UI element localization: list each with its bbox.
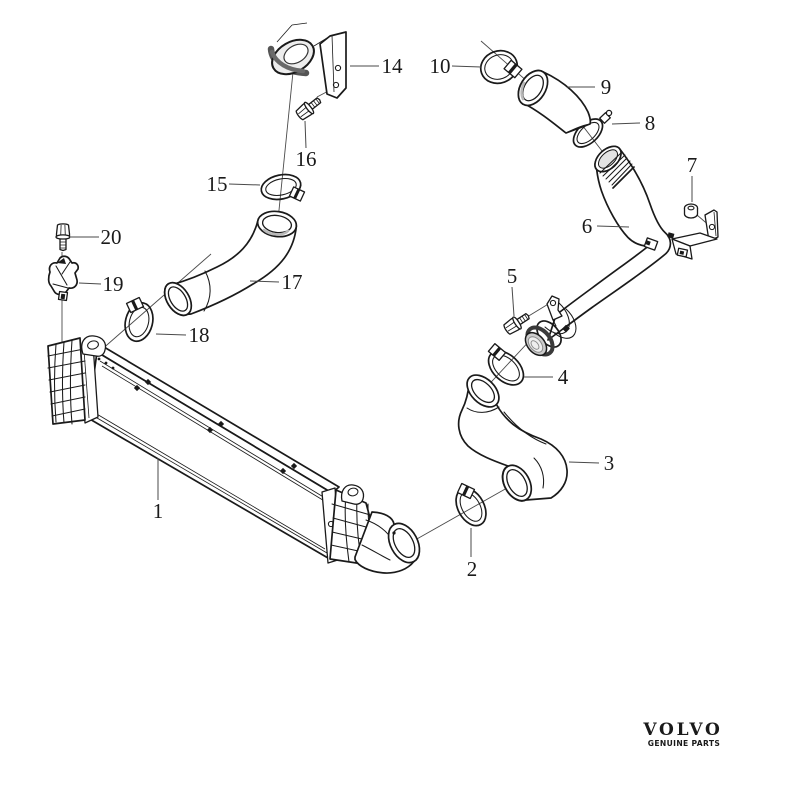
volvo-logotype: VOLVO <box>642 720 722 740</box>
callout-19: 19 <box>103 272 124 296</box>
charge-air-hose-3 <box>457 374 568 502</box>
callout-6: 6 <box>582 214 593 238</box>
callout-16: 16 <box>296 147 317 171</box>
callout-15: 15 <box>207 172 228 196</box>
pipe-bracket <box>667 209 719 260</box>
callout-4: 4 <box>558 365 569 389</box>
callout-10: 10 <box>430 54 451 78</box>
hose-clamp-8 <box>572 109 613 148</box>
pipe-connector <box>524 295 577 357</box>
charge-air-pipe-6 <box>524 145 672 357</box>
hose-clamp-18 <box>124 296 154 343</box>
callout-5: 5 <box>507 264 518 288</box>
callout-2: 2 <box>467 557 478 581</box>
callout-1: 1 <box>153 499 164 523</box>
callout-17: 17 <box>282 270 303 294</box>
callout-7: 7 <box>687 153 698 177</box>
bracket-19 <box>47 255 80 302</box>
volvo-logo: VOLVO GENUINE PARTS <box>642 720 722 748</box>
callout-labels: 1 2 3 4 5 6 7 8 9 10 14 15 16 17 18 19 2… <box>101 54 698 581</box>
hose-clamp-4 <box>487 343 525 386</box>
callout-20: 20 <box>101 225 122 249</box>
hose-17 <box>163 210 298 317</box>
genuine-parts-tagline: GENUINE PARTS <box>648 739 720 748</box>
hose-clamp-2 <box>455 482 487 527</box>
hose-clamp-10 <box>479 49 523 85</box>
callout-8: 8 <box>645 111 656 135</box>
leader-lines <box>71 65 693 557</box>
pipe-stub <box>267 22 328 77</box>
callout-9: 9 <box>601 75 612 99</box>
bracket-14 <box>319 31 347 99</box>
hose-clamp-15 <box>260 173 306 202</box>
callout-14: 14 <box>382 54 404 78</box>
hose-9 <box>517 69 592 134</box>
callout-3: 3 <box>604 451 615 475</box>
bolt-20 <box>55 223 71 252</box>
charge-air-cooler <box>47 335 421 574</box>
callout-18: 18 <box>189 323 210 347</box>
nut-7 <box>683 203 699 219</box>
bolt-16 <box>293 93 325 123</box>
